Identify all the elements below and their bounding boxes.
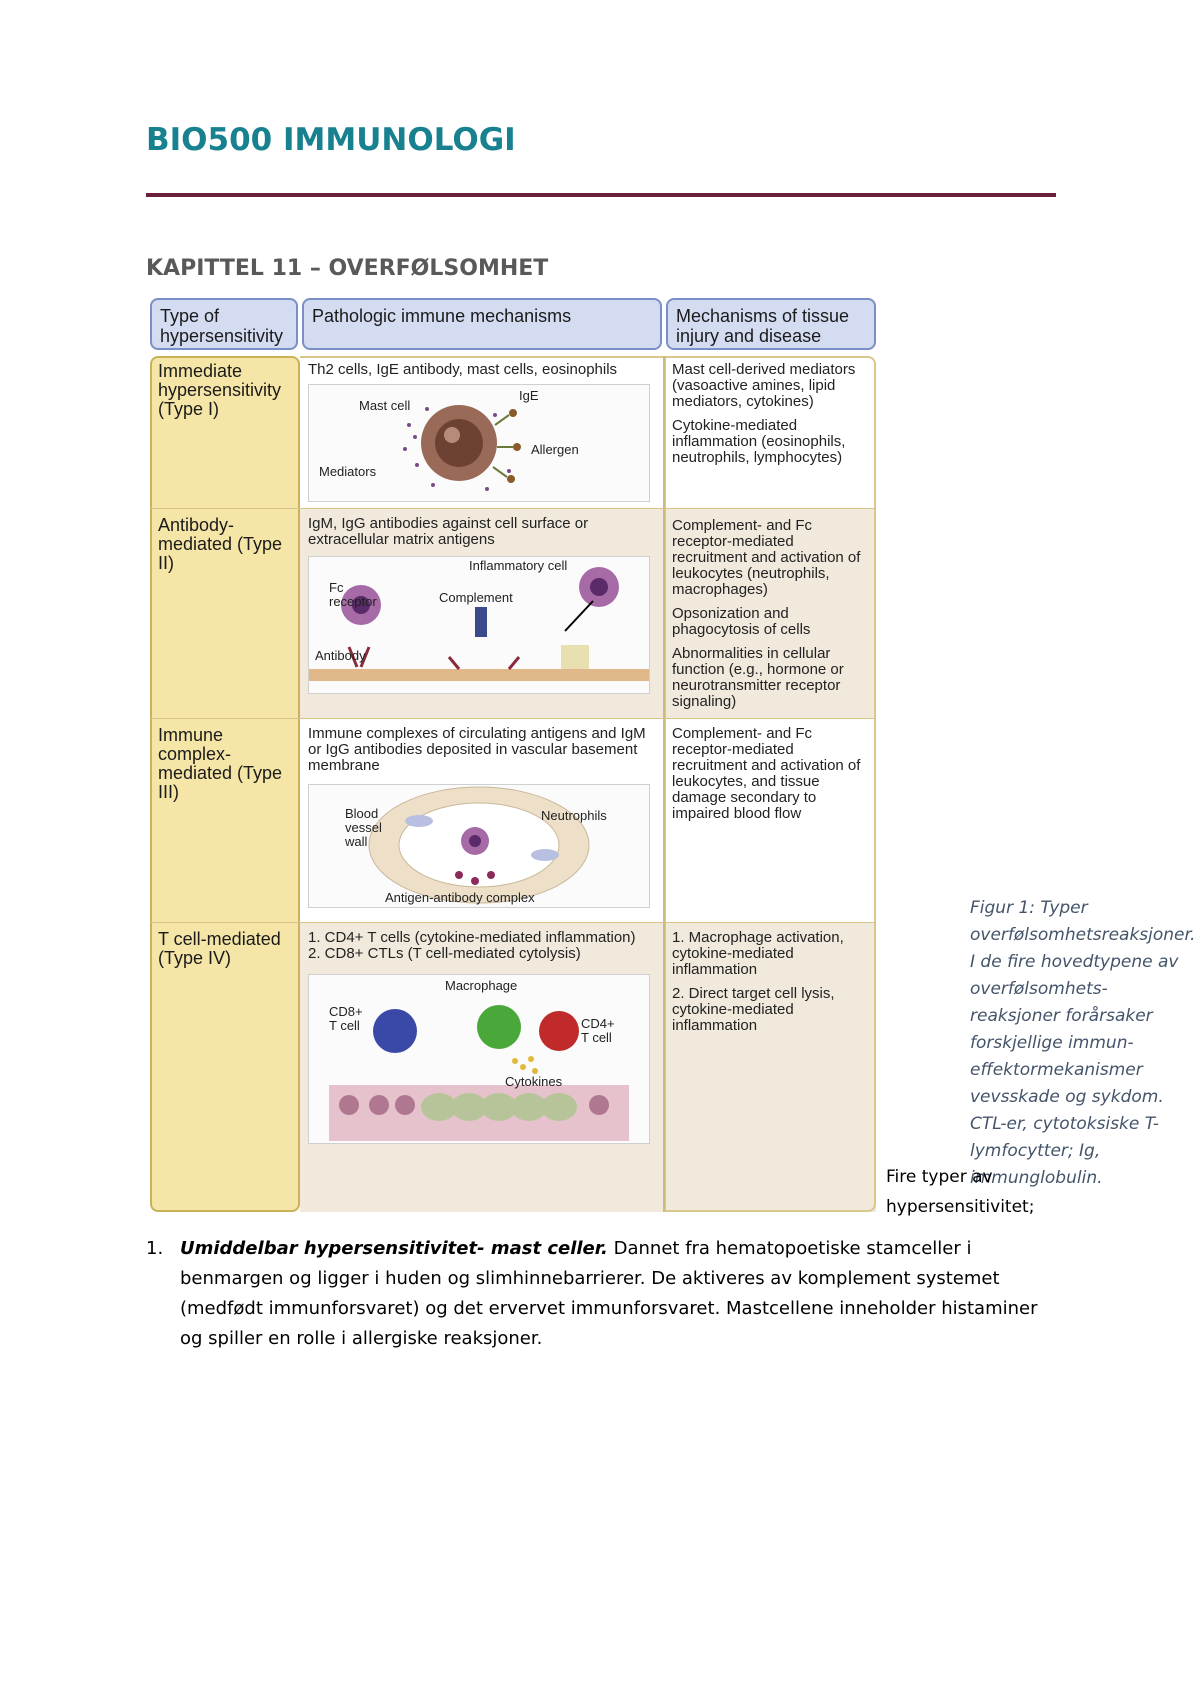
t-cell-drawing — [329, 1005, 629, 1141]
type-column — [150, 356, 300, 1212]
label-cd4-t-cell: CD4+ T cell — [581, 1016, 615, 1045]
label-vessel-wall: Blood vessel wall — [345, 806, 382, 849]
type-label-ii: Antibody-mediated (Type II) — [158, 515, 283, 573]
type-label-i: Immediate hypersensitivity (Type I) — [158, 361, 282, 419]
hypersensitivity-figure: Type of hypersensitivity Pathologic immu… — [150, 298, 876, 1212]
tissue-item: Complement- and Fc receptor-mediated rec… — [672, 517, 861, 598]
tissue-text-i: Mast cell-derived mediators (vasoactive … — [672, 362, 872, 474]
tissue-item: 2. Direct target cell lysis, cytokine-me… — [672, 985, 835, 1034]
mechanism-text-iii: Immune complexes of circulating antigens… — [308, 725, 646, 774]
tissue-item: Abnormalities in cellular function (e.g.… — [672, 645, 844, 710]
tissue-column — [664, 356, 876, 1212]
tissue-item: Opsonization and phagocytosis of cells — [672, 605, 811, 638]
side-note: Fire typer av hypersensitivitet; — [886, 1167, 1035, 1217]
label-mast-cell: Mast cell — [359, 398, 411, 413]
tissue-item: Mast cell-derived mediators (vasoactive … — [672, 361, 856, 410]
illustration-vessel: Blood vessel wall Neutrophils Antigen-an… — [308, 784, 650, 908]
type-label-iv: T cell-mediated (Type IV) — [158, 929, 281, 968]
label-allergen: Allergen — [531, 442, 579, 457]
mechanism-text-i: Th2 cells, IgE antibody, mast cells, eos… — [308, 361, 618, 378]
label-macrophage: Macrophage — [445, 978, 518, 993]
tissue-item: Complement- and Fc receptor-mediated rec… — [672, 725, 861, 822]
row-divider — [150, 922, 876, 923]
list-number: 1. — [146, 1238, 164, 1259]
list-lead: Umiddelbar hypersensitivitet- mast celle… — [180, 1238, 608, 1259]
antibody-drawing — [309, 567, 649, 681]
tissue-item: 1. Macrophage activation, cytokine-media… — [672, 929, 844, 978]
mechanism-text-ii: IgM, IgG antibodies against cell surface… — [308, 515, 589, 548]
label-fc-receptor: Fc receptor — [329, 580, 377, 609]
label-antibody: Antibody — [315, 648, 366, 663]
label-cytokines: Cytokines — [505, 1074, 563, 1089]
row-divider — [150, 508, 876, 509]
label-complement: Complement — [439, 590, 513, 605]
tissue-text-iii: Complement- and Fc receptor-mediated rec… — [672, 726, 872, 830]
tissue-item: Cytokine-mediated inflammation (eosinoph… — [672, 417, 846, 466]
figure-caption: Figur 1: Typer overfølsomhetsreaksjoner.… — [970, 898, 1196, 1188]
mechanism-text-iv-2: 2. CD8+ CTLs (T cell-mediated cytolysis) — [308, 945, 581, 962]
label-inflammatory-cell: Inflammatory cell — [469, 558, 568, 573]
column-divider — [663, 356, 665, 1212]
illustration-mast-cell: Mast cell IgE Allergen Mediators — [308, 384, 650, 502]
vessel-drawing — [368, 786, 590, 904]
illustration-antibody: Inflammatory cell Fc receptor Complement… — [308, 556, 650, 694]
list-text: Dannet fra hematopoetiske stamceller i b… — [180, 1238, 1038, 1349]
header-type: Type of hypersensitivity — [150, 298, 298, 350]
label-neutrophils: Neutrophils — [541, 808, 607, 823]
illustration-t-cell: Macrophage CD8+ T cell CD4+ T cell Cytok… — [308, 974, 650, 1144]
tissue-text-iv: 1. Macrophage activation, cytokine-media… — [672, 930, 872, 1042]
label-cd8-t-cell: CD8+ T cell — [329, 1004, 363, 1033]
chapter-heading: KAPITTEL 11 – OVERFØLSOMHET — [146, 256, 549, 281]
header-tissue: Mechanisms of tissue injury and disease — [666, 298, 876, 350]
label-mediators: Mediators — [319, 464, 377, 479]
label-ige: IgE — [519, 388, 539, 403]
mechanism-text-iv-1: 1. CD4+ T cells (cytokine-mediated infla… — [308, 929, 636, 946]
header-mechanisms: Pathologic immune mechanisms — [302, 298, 662, 350]
type-label-iii: Immune complex-mediated (Type III) — [158, 725, 283, 802]
tissue-text-ii: Complement- and Fc receptor-mediated rec… — [672, 518, 872, 718]
mast-cell-drawing — [403, 405, 521, 491]
row-divider — [150, 718, 876, 719]
document-title: BIO500 IMMUNOLOGI — [146, 122, 516, 158]
list-item: 1. Umiddelbar hypersensitivitet- mast ce… — [146, 1234, 1050, 1354]
title-divider — [146, 193, 1056, 197]
label-antigen-antibody-complex: Antigen-antibody complex — [385, 890, 535, 905]
